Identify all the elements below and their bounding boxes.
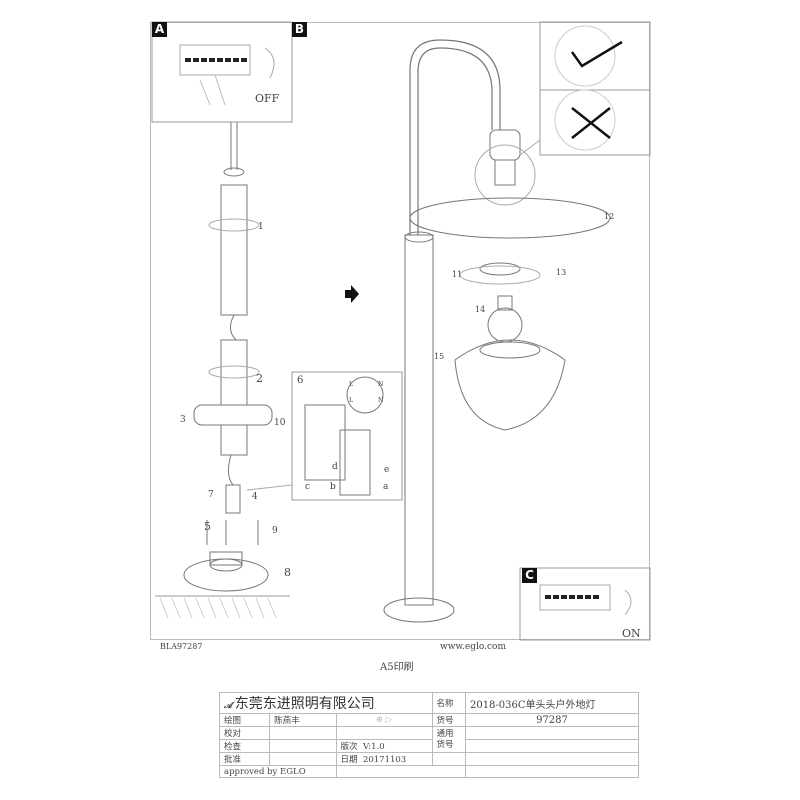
connector-b: b bbox=[330, 482, 336, 492]
date-value: 20171103 bbox=[362, 755, 407, 765]
company-name: 东莞东进照明有限公司 bbox=[234, 696, 375, 712]
version-label: 版次 bbox=[340, 742, 358, 752]
version-value: V:1.0 bbox=[362, 742, 385, 752]
name-value: 2018-036C单头头户外地灯 bbox=[464, 692, 640, 714]
terminal-n1: N bbox=[378, 381, 384, 388]
callout-1: 1 bbox=[258, 222, 264, 232]
instruction-sheet-frame bbox=[150, 22, 650, 640]
item-value: 97287 bbox=[464, 713, 640, 727]
callout-9: 9 bbox=[272, 526, 278, 536]
callout-6: 6 bbox=[297, 375, 304, 386]
connector-a: a bbox=[383, 482, 389, 492]
callout-13: 13 bbox=[556, 268, 567, 277]
inspect-label: 检查 bbox=[218, 739, 271, 753]
callout-12: 12 bbox=[604, 212, 615, 221]
item-label: 货号 bbox=[431, 713, 466, 727]
switch-off-label: OFF bbox=[255, 92, 280, 105]
projection-symbol-icon: ⊕ ▷ bbox=[335, 713, 433, 727]
company-logo-icon: 𝒜 bbox=[224, 701, 233, 711]
callout-10: 10 bbox=[274, 418, 286, 428]
terminal-n2: N bbox=[378, 397, 384, 404]
date-label: 日期 bbox=[340, 755, 358, 765]
callout-15: 15 bbox=[434, 352, 445, 361]
title-block: 𝒜 东莞东进照明有限公司 名称 2018-036C单头头户外地灯 绘图 陈燕丰 … bbox=[218, 692, 640, 778]
connector-e: e bbox=[384, 465, 390, 475]
website: www.eglo.com bbox=[440, 642, 506, 652]
callout-2: 2 bbox=[256, 372, 263, 385]
print-note: A5印刷 bbox=[380, 662, 414, 673]
model-code: BLA97287 bbox=[160, 642, 203, 651]
panel-b-label: B bbox=[292, 22, 307, 37]
drawn-label: 绘图 bbox=[218, 713, 271, 727]
terminal-l1: L bbox=[349, 381, 353, 388]
callout-11: 11 bbox=[452, 270, 463, 279]
check-label: 校对 bbox=[218, 726, 271, 740]
approve-label: 批准 bbox=[218, 752, 271, 766]
switch-on-label: ON bbox=[622, 627, 641, 640]
callout-3: 3 bbox=[180, 415, 186, 425]
approved-by: approved by EGLO bbox=[219, 765, 337, 778]
connector-d: d bbox=[332, 462, 338, 472]
name-label: 名称 bbox=[431, 692, 466, 714]
callout-14: 14 bbox=[475, 305, 486, 314]
general-item-label: 通用 货号 bbox=[431, 726, 466, 753]
callout-4: 4 bbox=[252, 492, 258, 502]
callout-8: 8 bbox=[284, 566, 291, 579]
panel-a-label: A bbox=[152, 22, 167, 37]
callout-5: 5 bbox=[204, 520, 211, 533]
terminal-l2: L bbox=[349, 397, 353, 404]
panel-c-label: C bbox=[522, 568, 537, 583]
connector-c: c bbox=[305, 482, 311, 492]
callout-7: 7 bbox=[208, 490, 214, 500]
drawn-value: 陈燕丰 bbox=[269, 713, 337, 727]
